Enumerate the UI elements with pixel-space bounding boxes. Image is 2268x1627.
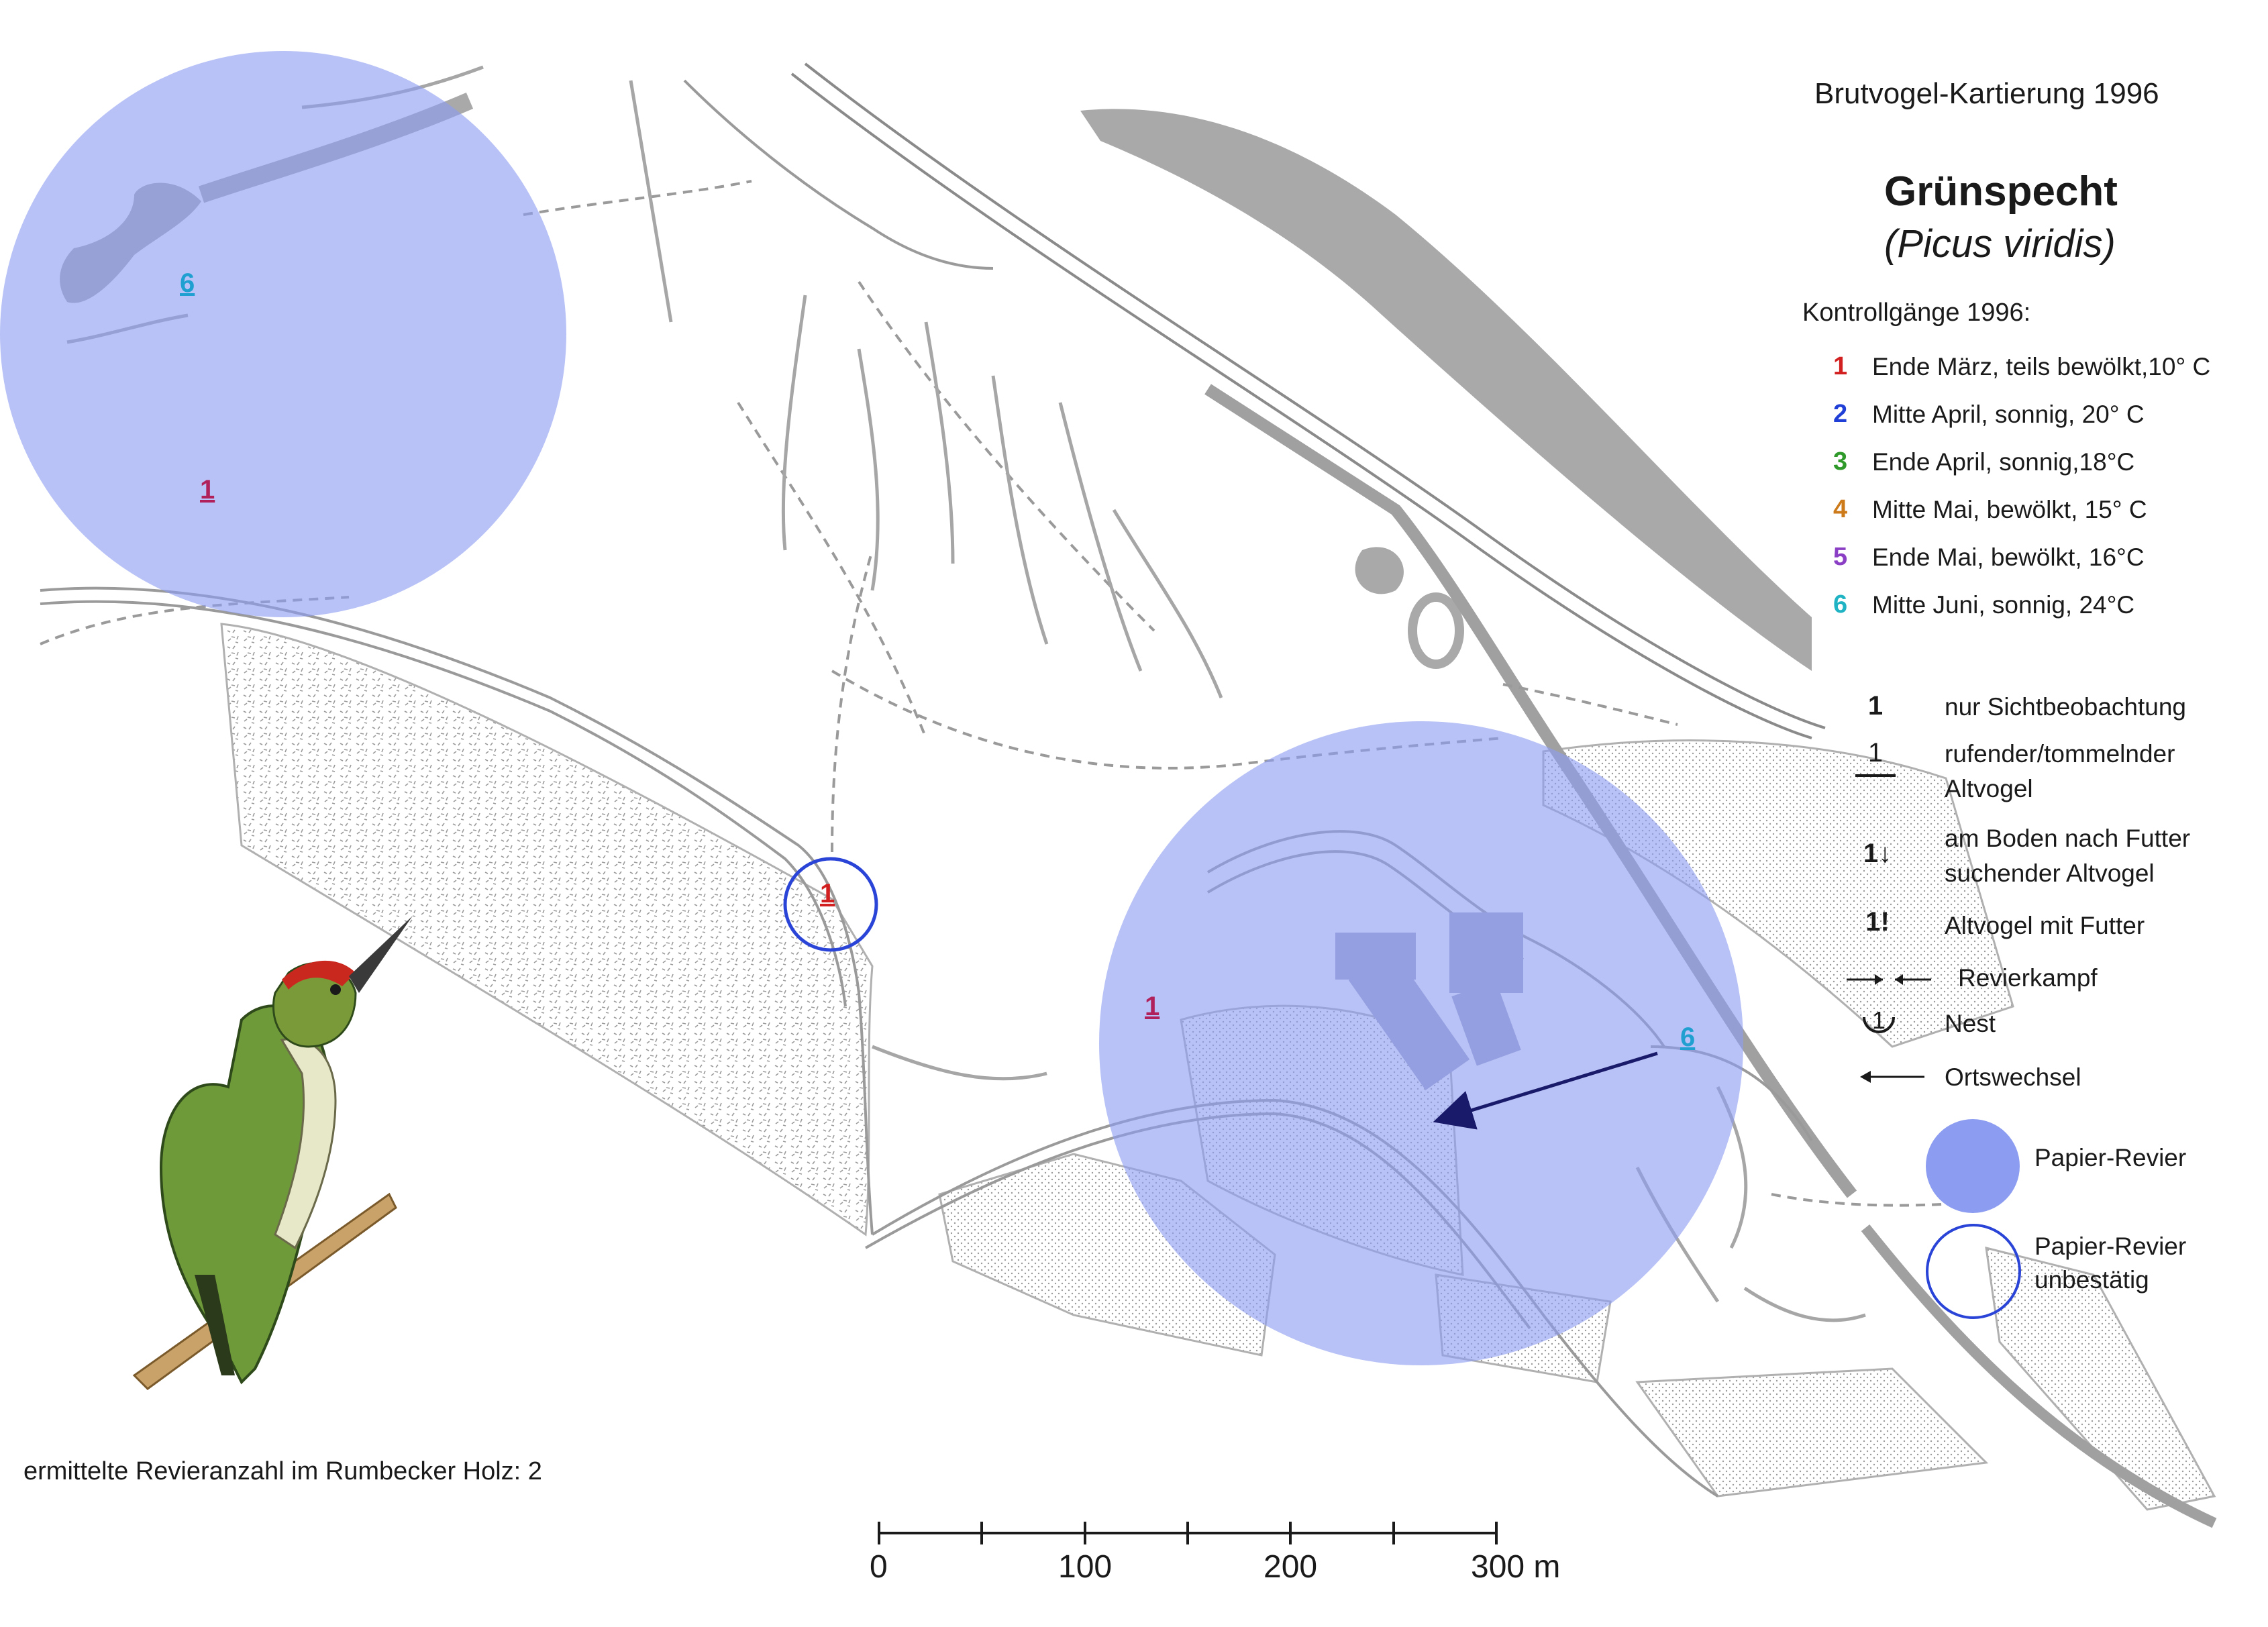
kontrollgang-row-6: 6 Mitte Juni, sonnig, 24°C [1833,590,2134,619]
river [1080,109,1812,671]
movement-icon [1860,1071,1924,1083]
symbol-calling-label-2: Altvogel [1945,775,2033,802]
woodpecker-illustration [132,916,413,1390]
observation-label: 6 [180,268,195,298]
kontrollgang-desc: Ende März, teils bewölkt,10° C [1872,352,2211,380]
territory-count-summary: ermittelte Revieranzahl im Rumbecker Hol… [23,1457,542,1485]
kontrollgang-row-5: 5 Ende Mai, bewölkt, 16°C [1833,543,2145,572]
kontrollgang-desc: Mitte Juni, sonnig, 24°C [1872,590,2135,619]
symbol-fight-label: Revierkampf [1958,964,2098,992]
symbol-sight-label: nur Sichtbeobachtung [1945,693,2186,721]
observation-label: 1 [200,475,215,505]
observation-label: 1 [820,879,835,908]
kontrollgang-row-3: 3 Ende April, sonnig,18°C [1833,448,2134,476]
movement-arrow [1433,1051,1658,1130]
kontrollgang-number: 5 [1833,543,1848,571]
kontrollgang-number: 1 [1833,352,1848,380]
territory-circle-unconfirmed [783,857,878,952]
observation-label: 1 [1145,992,1160,1021]
observation-label: 6 [1680,1022,1696,1052]
kontrollgang-desc: Ende Mai, bewölkt, 16°C [1872,543,2145,571]
territory-circle-east [1099,721,1743,1365]
symbol-with-food: 1! [1865,907,1890,937]
territory-unconfirmed-legend-swatch [1926,1224,2021,1319]
territory-legend-swatch [1926,1119,2020,1213]
territory-unconfirmed-label-2: unbestätig [2034,1266,2149,1294]
territory-unconfirmed-label-1: Papier-Revier [2034,1232,2187,1260]
scale-label-100: 100 [1058,1549,1113,1585]
kontrollgaenge-title: Kontrollgänge 1996: [1802,299,2031,327]
species-name: Grünspecht [1884,168,2118,215]
kontrollgang-desc: Mitte Mai, bewölkt, 15° C [1872,495,2147,523]
kontrollgang-number: 4 [1833,495,1848,523]
field-stipple-west [220,623,874,1237]
symbol-calling-label-1: rufender/tommelnder [1945,740,2175,768]
kontrollgang-number: 6 [1833,590,1848,619]
territory-circle-northwest [0,51,566,617]
symbol-nest: 1 [1871,1006,1886,1034]
pond-east [1355,547,1404,594]
scale-bar [878,1522,1498,1544]
species-latin: (Picus viridis) [1884,222,2116,266]
kontrollgang-row-1: 1 Ende März, teils bewölkt,10° C [1833,352,2210,381]
scale-label-300: 300 m [1471,1549,1561,1585]
symbol-nest-label: Nest [1945,1010,1996,1037]
territorial-fight-icon [1847,974,1931,985]
nest-icon [1863,1016,1895,1033]
road-southeast [1861,1224,2217,1528]
territory-legend-label: Papier-Revier [2034,1144,2187,1171]
kontrollgang-desc: Mitte April, sonnig, 20° C [1872,400,2145,428]
symbol-calling-underline [1855,774,1896,777]
kontrollgang-desc: Ende April, sonnig,18°C [1872,448,2135,476]
kontrollgang-number: 2 [1833,400,1848,428]
kontrollgang-row-4: 4 Mitte Mai, bewölkt, 15° C [1833,495,2147,524]
railway [790,62,1826,739]
symbol-ground-label-1: am Boden nach Futter [1945,825,2191,852]
project-title: Brutvogel-Kartierung 1996 [1814,77,2159,110]
river-arrow [1428,413,1525,460]
kontrollgang-row-2: 2 Mitte April, sonnig, 20° C [1833,400,2145,429]
symbol-movement-label: Ortswechsel [1945,1063,2081,1091]
symbol-calling: 1 [1867,738,1884,768]
pond-ring [1408,592,1464,669]
kontrollgang-number: 3 [1833,448,1848,476]
symbol-ground-label-2: suchender Altvogel [1945,859,2155,887]
symbol-ground-feeding: 1↓ [1863,839,1892,868]
scale-label-0: 0 [870,1549,888,1585]
scale-label-200: 200 [1264,1549,1318,1585]
symbol-sight: 1 [1867,691,1884,721]
symbol-food-label: Altvogel mit Futter [1945,912,2145,939]
field-dots-5 [1635,1367,1989,1498]
